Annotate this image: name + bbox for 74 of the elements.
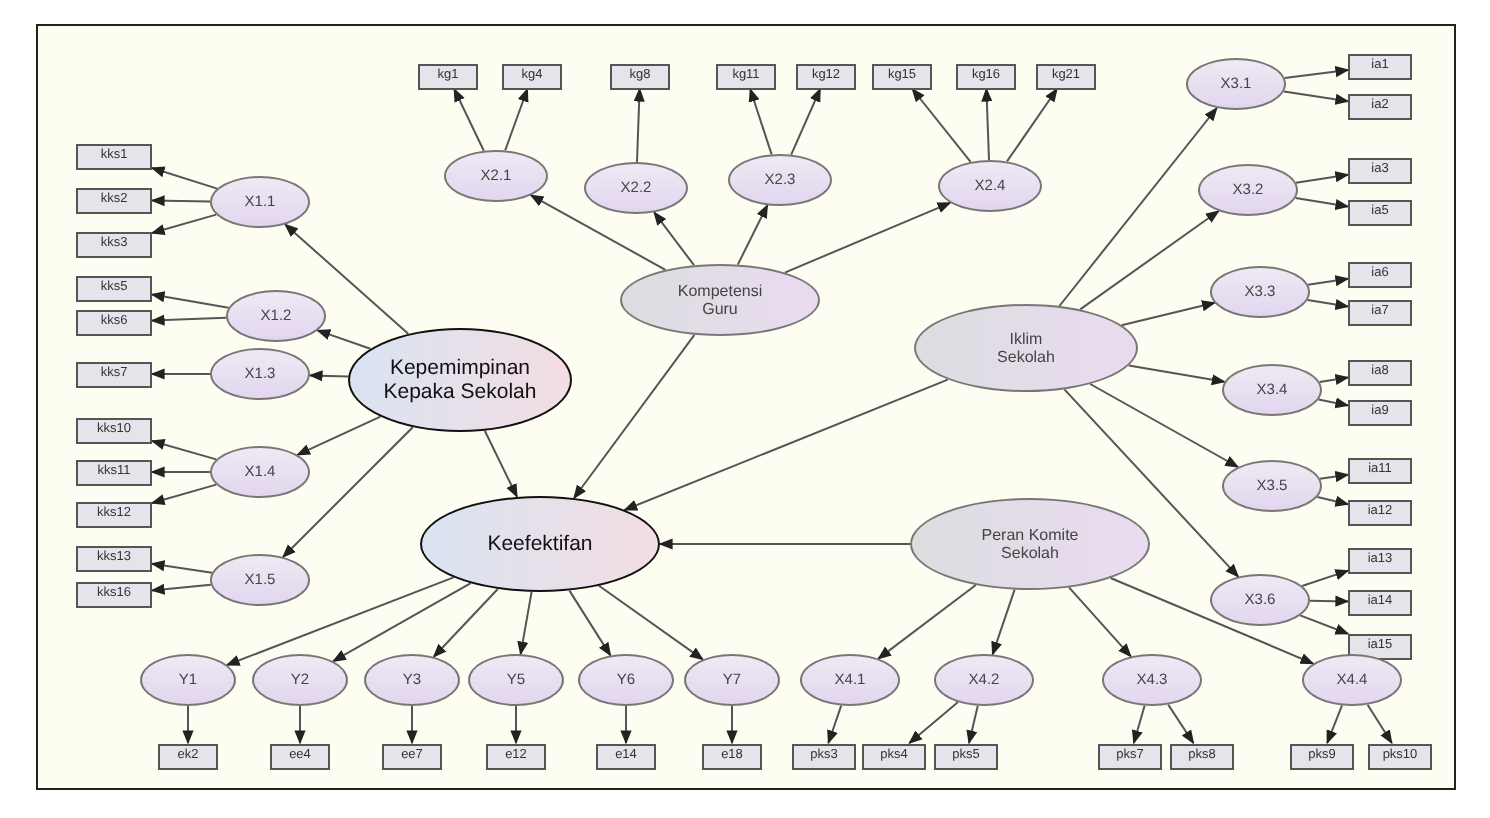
arrow bbox=[150, 314, 228, 326]
arrow bbox=[1089, 383, 1240, 468]
arrow bbox=[406, 705, 418, 745]
arrow bbox=[1120, 300, 1216, 327]
arrow bbox=[1309, 595, 1350, 607]
arrow bbox=[1307, 275, 1350, 287]
arrow bbox=[1109, 577, 1315, 665]
arrow bbox=[504, 87, 529, 152]
arrow bbox=[790, 87, 822, 156]
arrow bbox=[150, 560, 213, 574]
arrow bbox=[991, 588, 1016, 656]
arrow bbox=[150, 583, 212, 595]
arrow bbox=[1299, 614, 1350, 635]
arrow bbox=[633, 87, 645, 163]
arrow bbox=[1319, 471, 1350, 483]
arrow bbox=[1318, 373, 1350, 385]
arrow bbox=[1131, 704, 1146, 745]
arrow bbox=[1301, 569, 1350, 587]
arrow bbox=[568, 589, 612, 657]
arrow bbox=[284, 223, 410, 335]
arrow bbox=[1079, 210, 1220, 311]
arrow bbox=[966, 704, 979, 745]
arrow bbox=[316, 329, 372, 350]
arrow bbox=[1326, 704, 1343, 745]
arrow bbox=[726, 705, 738, 745]
arrow bbox=[483, 429, 518, 499]
arrow bbox=[827, 704, 843, 745]
arrow bbox=[598, 584, 704, 661]
arrow bbox=[150, 195, 211, 207]
arrow bbox=[150, 483, 218, 505]
arrow bbox=[1283, 66, 1350, 79]
arrow bbox=[748, 87, 773, 156]
arrow bbox=[510, 705, 522, 745]
arrow bbox=[1294, 197, 1350, 211]
arrow bbox=[296, 415, 382, 456]
arrow bbox=[911, 87, 972, 163]
arrow bbox=[150, 213, 218, 235]
arrow bbox=[150, 466, 211, 478]
arrow bbox=[1283, 90, 1350, 105]
arrow bbox=[908, 701, 959, 744]
arrow bbox=[432, 588, 499, 658]
arrow bbox=[282, 426, 414, 558]
arrow bbox=[150, 439, 218, 461]
arrow bbox=[1316, 495, 1350, 507]
arrow bbox=[517, 590, 533, 656]
arrow bbox=[653, 211, 695, 267]
arrow bbox=[1006, 87, 1058, 163]
arrow bbox=[1366, 703, 1393, 745]
arrow bbox=[1167, 703, 1195, 745]
arrow bbox=[1295, 171, 1350, 184]
arrow bbox=[332, 582, 472, 663]
arrow bbox=[573, 333, 696, 500]
arrow bbox=[1317, 397, 1350, 409]
arrow bbox=[658, 538, 911, 550]
arrow bbox=[225, 576, 455, 666]
arrow bbox=[620, 705, 632, 745]
arrow bbox=[981, 87, 993, 161]
arrow bbox=[294, 705, 306, 745]
arrow bbox=[1306, 299, 1350, 311]
arrow bbox=[150, 166, 219, 190]
arrow bbox=[182, 705, 194, 745]
arrow bbox=[1063, 388, 1240, 578]
arrow bbox=[308, 370, 350, 382]
arrow bbox=[736, 203, 769, 266]
arrow bbox=[529, 194, 667, 271]
arrow bbox=[1068, 586, 1132, 658]
arrow bbox=[453, 87, 485, 152]
arrow bbox=[150, 368, 211, 380]
arrow bbox=[1127, 364, 1226, 386]
arrow bbox=[150, 291, 230, 309]
arrow bbox=[1058, 106, 1218, 307]
arrow bbox=[623, 378, 949, 511]
arrow bbox=[877, 584, 977, 660]
arrow bbox=[783, 201, 952, 274]
